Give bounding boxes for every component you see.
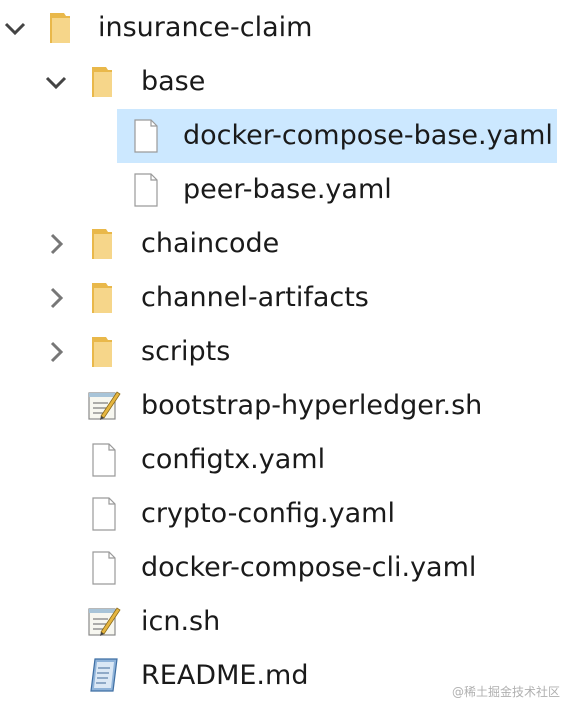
file-icon	[128, 163, 164, 217]
tree-item-label: chaincode	[141, 228, 280, 259]
tree-item-configtx-yaml[interactable]: configtx.yaml	[0, 433, 570, 487]
tree-item-label: scripts	[141, 336, 231, 367]
folder-icon	[44, 1, 80, 55]
chevron-right-icon[interactable]	[41, 325, 73, 379]
tree-item-label: channel-artifacts	[141, 282, 369, 313]
chevron-right-icon[interactable]	[41, 217, 73, 271]
tree-item-label: base	[141, 66, 206, 97]
tree-item-label: insurance-claim	[98, 12, 313, 43]
file-icon	[86, 541, 122, 595]
tree-item-label: icn.sh	[141, 606, 221, 637]
tree-item-peer-base-yaml[interactable]: peer-base.yaml	[0, 163, 570, 217]
folder-icon	[86, 55, 122, 109]
tree-item-label: docker-compose-base.yaml	[183, 120, 553, 151]
tree-item-chaincode[interactable]: chaincode	[0, 217, 570, 271]
chevron-right-icon[interactable]	[41, 271, 73, 325]
tree-item-label: peer-base.yaml	[183, 174, 392, 205]
chevron-down-icon[interactable]	[0, 1, 32, 55]
file-icon	[86, 433, 122, 487]
tree-item-docker-compose-base-yaml[interactable]: docker-compose-base.yaml	[0, 109, 570, 163]
tree-item-icn-sh[interactable]: icn.sh	[0, 595, 570, 649]
tree-item-docker-compose-cli-yaml[interactable]: docker-compose-cli.yaml	[0, 541, 570, 595]
chevron-down-icon[interactable]	[41, 55, 73, 109]
file-icon	[86, 487, 122, 541]
tree-item-crypto-config-yaml[interactable]: crypto-config.yaml	[0, 487, 570, 541]
script-icon	[86, 379, 122, 433]
tree-item-label: README.md	[141, 660, 309, 691]
tree-item-readme-md[interactable]: README.md	[0, 649, 570, 703]
tree-item-channel-artifacts[interactable]: channel-artifacts	[0, 271, 570, 325]
file-icon	[128, 109, 164, 163]
tree-item-scripts[interactable]: scripts	[0, 325, 570, 379]
tree-item-label: configtx.yaml	[141, 444, 326, 475]
watermark: @稀土掘金技术社区	[451, 685, 560, 699]
tree-item-base[interactable]: base	[0, 55, 570, 109]
tree-item-insurance-claim[interactable]: insurance-claim	[0, 1, 570, 55]
folder-icon	[86, 271, 122, 325]
selection-highlight	[117, 109, 557, 163]
tree-item-bootstrap-hyperledger-sh[interactable]: bootstrap-hyperledger.sh	[0, 379, 570, 433]
script-icon	[86, 595, 122, 649]
markdown-icon	[86, 649, 122, 703]
tree-item-label: docker-compose-cli.yaml	[141, 552, 477, 583]
tree-item-label: bootstrap-hyperledger.sh	[141, 390, 483, 421]
folder-icon	[86, 325, 122, 379]
tree-item-label: crypto-config.yaml	[141, 498, 395, 529]
folder-icon	[86, 217, 122, 271]
